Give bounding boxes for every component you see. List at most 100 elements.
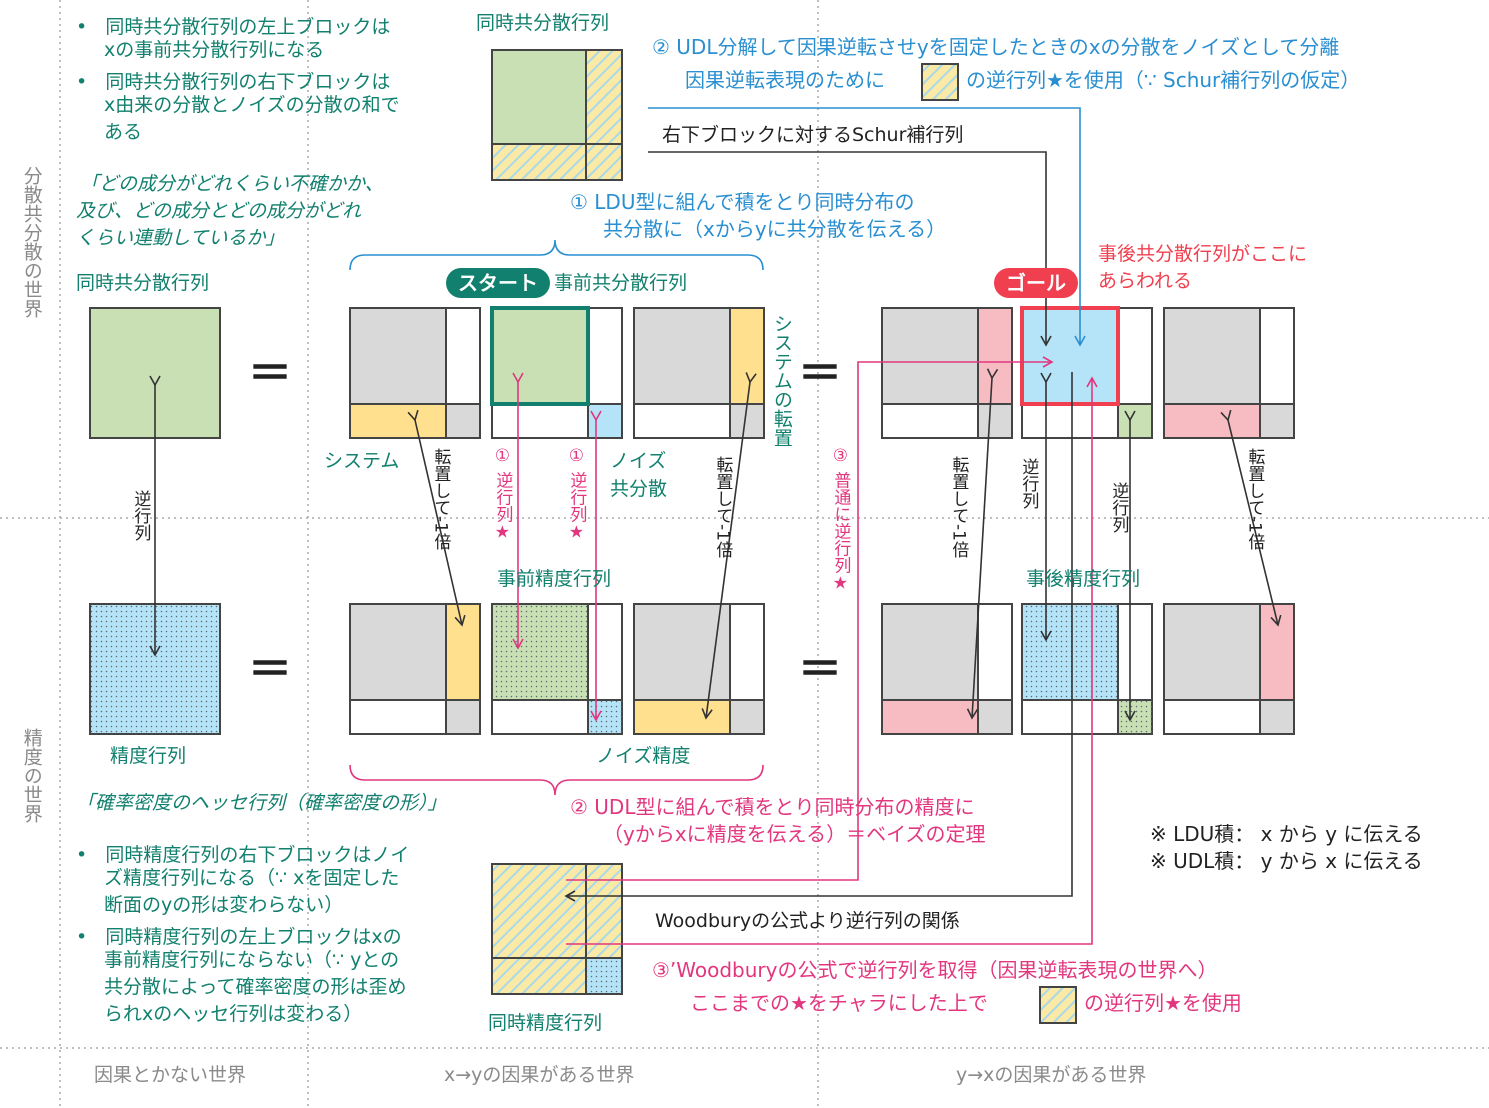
joint-cov-small xyxy=(491,49,623,181)
post-cov-mid-block-0 xyxy=(1021,307,1119,405)
step3-pink-arrow xyxy=(566,376,1098,945)
post-cov-L-block-1 xyxy=(977,307,1013,405)
step1-line1: ① LDU型に組んで積をとり同時分布の xyxy=(570,190,915,214)
step2-line2b: の逆行列★を使用（∵ Schur補行列の仮定） xyxy=(966,68,1361,92)
note-bottom-6: 共分散によって確率密度の形は歪め xyxy=(104,976,407,998)
start-badge: スタート xyxy=(446,268,550,298)
label-inv-star-a: ① 逆行列★ xyxy=(492,446,513,543)
post-prec-mid-block-2 xyxy=(1021,699,1119,735)
prior-cov-mid-block-0 xyxy=(491,307,589,405)
prior-prec-L-matrix xyxy=(349,603,481,735)
label-inv-star-3: ③ 普通に逆行列★ xyxy=(830,446,851,594)
prior-prec-R-block-1 xyxy=(729,603,765,701)
post-cov-mid-matrix xyxy=(1021,307,1153,439)
post-prec-L-matrix xyxy=(881,603,1013,735)
label-woodbury: Woodburyの公式より逆行列の関係 xyxy=(655,910,960,932)
post-cov-R-block-0 xyxy=(1163,307,1261,405)
prior-cov-R-block-2 xyxy=(633,403,731,439)
post-prec-L-block-1 xyxy=(977,603,1013,701)
post-cov-L-matrix xyxy=(881,307,1013,439)
woodbury-arrow xyxy=(564,372,1073,902)
post-cov-L-block-3 xyxy=(977,403,1013,439)
quote-top-1: 「どの成分がどれくらい不確かか、 xyxy=(80,173,384,195)
step3-line2b: の逆行列★を使用 xyxy=(1084,991,1242,1015)
prior-prec-mid-dots-3 xyxy=(588,700,622,734)
note-bottom-1: • 同時精度行列の右下ブロックはノイ xyxy=(76,844,410,866)
label-transpose-c: 転置して-1倍 xyxy=(948,456,969,558)
label-noise-cov-1: ノイズ xyxy=(610,450,667,472)
post-prec-R-block-0 xyxy=(1163,603,1261,701)
step1-line2: 共分散に（xからyに共分散を伝える） xyxy=(603,217,947,241)
transpose-arrow-a xyxy=(407,409,466,627)
posterior-cov-note-1: 事後共分散行列がここに xyxy=(1098,243,1308,265)
prior-prec-mid-matrix xyxy=(491,603,623,735)
world-label-covariance: 分散共分散の世界 xyxy=(20,166,43,318)
post-prec-R-block-2 xyxy=(1163,699,1261,735)
post-prec-L-block-3 xyxy=(977,699,1013,735)
label-transpose-a: 転置して-1倍 xyxy=(430,448,451,550)
step3-line1: ③’Woodburyの公式で逆行列を取得（因果逆転表現の世界へ） xyxy=(652,958,1218,982)
note-top-2: xの事前共分散行列になる xyxy=(104,39,325,61)
post-cov-L-block-2 xyxy=(881,403,979,439)
label-prior-cov: 事前共分散行列 xyxy=(554,272,688,294)
prior-cov-L-block-1 xyxy=(445,307,481,405)
post-prec-R-matrix xyxy=(1163,603,1295,735)
post-prec-mid-block-1 xyxy=(1117,603,1153,701)
goal-highlight-frame xyxy=(1020,306,1120,406)
brace-top xyxy=(349,239,764,271)
quote-top-3: くらい連動しているか」 xyxy=(76,227,285,249)
step2-line2a: 因果逆転表現のために xyxy=(685,68,885,92)
label-transpose-d: 転置して-1倍 xyxy=(1244,448,1265,550)
note-bottom-4: • 同時精度行列の左上ブロックはxの xyxy=(76,926,402,948)
prior-cov-R-block-1 xyxy=(729,307,765,405)
prior-prec-mid-block-2 xyxy=(491,699,589,735)
label-system-t: システムの転置 xyxy=(770,314,793,447)
post-cov-mid-block-3 xyxy=(1117,403,1153,439)
post-cov-mid-block-2 xyxy=(1021,403,1119,439)
equals-cov-right: ＝ xyxy=(798,348,842,399)
post-prec-L-block-2 xyxy=(881,699,979,735)
post-prec-L-block-0 xyxy=(881,603,979,701)
label-noise-cov-2: 共分散 xyxy=(610,478,668,500)
bottom-label-left: 因果とかない世界 xyxy=(94,1064,247,1086)
label-inv-star-b: ① 逆行列★ xyxy=(566,446,587,543)
label-schur: 右下ブロックに対するSchur補行列 xyxy=(662,124,964,146)
label-prior-prec: 事前精度行列 xyxy=(497,568,612,590)
prior-prec-L-block-0 xyxy=(349,603,447,701)
quote-top-2: 及び、どの成分とどの成分がどれ xyxy=(76,200,362,222)
prior-cov-L-block-0 xyxy=(349,307,447,405)
note-top-1: • 同時共分散行列の左上ブロックは xyxy=(76,16,391,38)
prior-cov-mid-block-3 xyxy=(587,403,623,439)
note-top-5: ある xyxy=(104,121,143,143)
legend-ldu: ※ LDU積： x から y に伝える xyxy=(1150,822,1423,846)
label-joint-cov-top: 同時共分散行列 xyxy=(476,12,610,34)
prior-cov-L-block-3 xyxy=(445,403,481,439)
prior-cov-mid-matrix xyxy=(491,307,623,439)
prior-cov-L-block-2 xyxy=(349,403,447,439)
label-inv-a: 逆行列 xyxy=(1018,458,1039,509)
post-prec-mid-dots-3 xyxy=(1118,700,1152,734)
label-system: システム xyxy=(324,450,400,472)
prior-cov-mid-block-1 xyxy=(587,307,623,405)
prior-cov-R-block-0 xyxy=(633,307,731,405)
post-cov-L-block-0 xyxy=(881,307,979,405)
posterior-cov-note-2: あらわれる xyxy=(1098,270,1193,292)
prior-prec-R-block-3 xyxy=(729,699,765,735)
prior-prec-L-block-1 xyxy=(445,603,481,701)
prior-prec-R-block-2 xyxy=(633,699,731,735)
prior-cov-mid-block-2 xyxy=(491,403,589,439)
equals-prec-right: ＝ xyxy=(798,644,842,695)
prior-prec-R-matrix xyxy=(633,603,765,735)
post-prec-R-block-3 xyxy=(1259,699,1295,735)
label-transpose-b: 転置して-1倍 xyxy=(712,456,733,558)
post-prec-mid-dots-0 xyxy=(1022,604,1118,700)
post-cov-R-block-2 xyxy=(1163,403,1261,439)
note-bottom-3: 断面のyの形は変わらない） xyxy=(104,894,344,916)
bottom-label-right: y→xの因果がある世界 xyxy=(956,1064,1147,1086)
equals-cov-left: ＝ xyxy=(248,348,292,399)
legend-udl: ※ UDL積： y から x に伝える xyxy=(1150,849,1423,873)
label-posterior-prec: 事後精度行列 xyxy=(1026,568,1141,590)
goal-badge: ゴール xyxy=(994,268,1078,298)
